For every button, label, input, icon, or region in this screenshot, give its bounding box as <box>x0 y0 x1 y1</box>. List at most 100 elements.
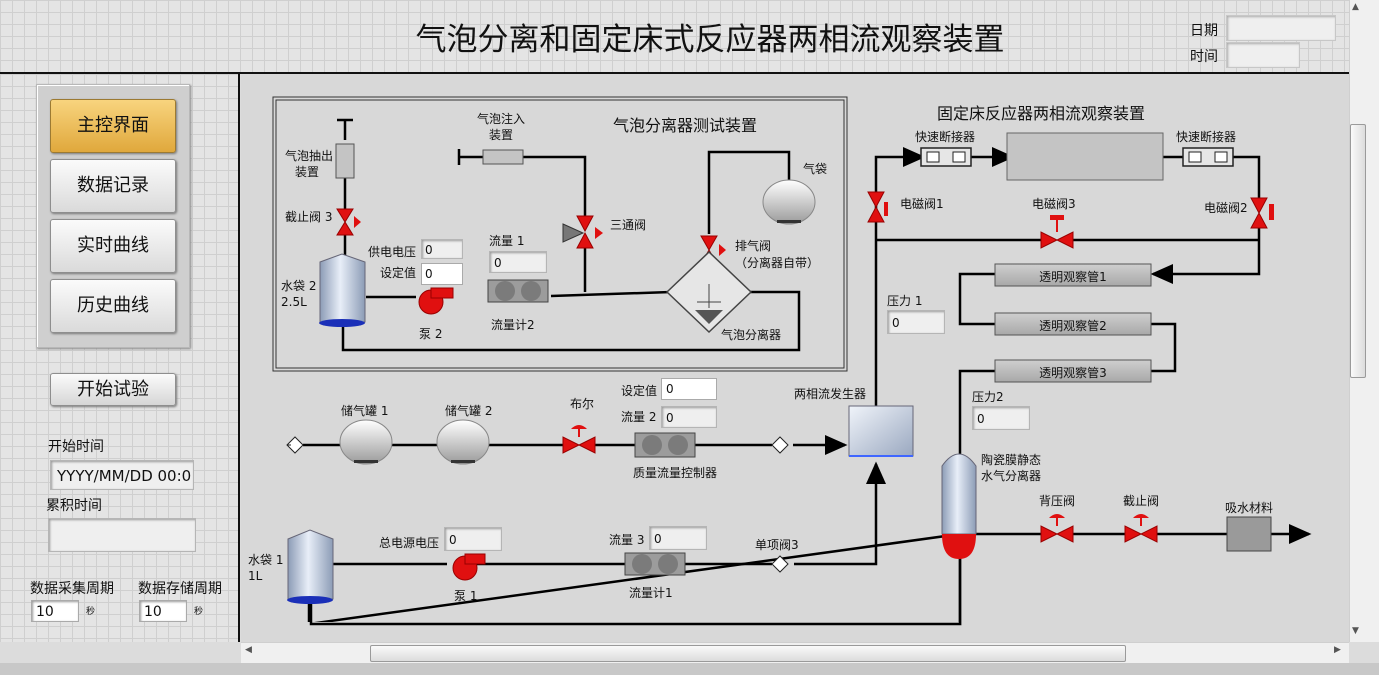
ceramic-separator-icon <box>941 453 977 559</box>
absorbent-icon <box>1226 516 1272 552</box>
gas-bag-icon <box>762 179 816 225</box>
start-time-label: 开始时间 <box>48 439 104 455</box>
solenoid-valve-3-label: 电磁阀3 <box>1032 197 1076 211</box>
nav-data-record-button[interactable]: 数据记录 <box>50 159 176 213</box>
fixed-bed-reactor-icon <box>1006 132 1164 181</box>
water-bag-2-icon <box>319 253 366 327</box>
scroll-up-icon[interactable]: ▲ <box>1352 2 1359 12</box>
quick-connector-right-label: 快速断接器 <box>1176 130 1237 144</box>
pump-1-label: 泵 1 <box>454 589 478 603</box>
solenoid-valve-3-icon[interactable] <box>1040 215 1074 249</box>
back-pressure-valve-label: 背压阀 <box>1039 494 1076 508</box>
stop-valve-3-icon[interactable] <box>336 208 361 236</box>
mass-flow-controller-label: 质量流量控制器 <box>633 466 718 480</box>
nav-realtime-curve-button[interactable]: 实时曲线 <box>50 219 176 273</box>
flow1-label: 流量 1 <box>489 234 525 248</box>
nav-history-curve-button[interactable]: 历史曲线 <box>50 279 176 333</box>
two-phase-generator-icon <box>848 405 914 457</box>
pump-2-icon[interactable] <box>418 287 454 315</box>
tube-3-label: 透明观察管3 <box>1039 366 1107 380</box>
vertical-scroll-thumb[interactable] <box>1350 124 1366 378</box>
scroll-down-icon[interactable]: ▼ <box>1352 626 1359 636</box>
flow1-display: 0 <box>489 251 547 273</box>
pressure2-label: 压力2 <box>972 390 1004 404</box>
three-way-valve-label: 三通阀 <box>610 218 647 232</box>
setpoint-2-input[interactable]: 0 <box>421 263 463 285</box>
stop-valve-icon[interactable] <box>1124 514 1158 543</box>
solenoid-valve-2-icon[interactable] <box>1250 197 1274 229</box>
acq-period-label: 数据采集周期 <box>30 581 114 597</box>
three-way-valve-icon[interactable] <box>562 215 603 249</box>
accum-time-label: 累积时间 <box>46 498 102 514</box>
gas-bag-label: 气袋 <box>803 162 828 176</box>
pump-1-icon[interactable] <box>452 553 486 581</box>
water-bag-2-label: 水袋 2 2.5L <box>281 279 317 309</box>
ceramic-separator-label: 陶瓷膜静态 水气分离器 <box>981 453 1042 483</box>
pressure1-label: 压力 1 <box>887 294 923 308</box>
pump-2-label: 泵 2 <box>419 327 443 341</box>
store-period-label: 数据存储周期 <box>138 581 222 597</box>
bubble-separator-icon <box>665 250 753 334</box>
accum-time-field[interactable] <box>48 518 196 552</box>
bubble-inject-device <box>482 149 524 165</box>
horizontal-scroll-thumb[interactable] <box>370 645 1126 662</box>
tube-2-label: 透明观察管2 <box>1039 319 1107 333</box>
bubble-extract-device <box>335 143 355 179</box>
observation-tube-3 <box>994 359 1152 383</box>
gas-tank-1-label: 储气罐 1 <box>341 404 389 418</box>
store-period-unit: 秒 <box>194 607 204 617</box>
separator-panel-title: 气泡分离器测试装置 <box>613 116 758 135</box>
absorbent-label: 吸水材料 <box>1225 501 1274 515</box>
bool-valve-icon[interactable] <box>562 425 596 454</box>
exhaust-valve-label: 排气阀 <box>735 239 772 253</box>
bubble-inject-label: 气泡注入 装置 <box>477 112 526 142</box>
flow3-display: 0 <box>649 526 707 550</box>
pressure1-display: 0 <box>887 310 945 334</box>
check-valve-3-icon[interactable] <box>771 555 789 573</box>
process-diagram: 气泡分离器测试装置 气泡抽出 装置 气泡注入 装置 截止阀 3 三通阀 气袋 排… <box>241 74 1349 642</box>
date-display <box>1226 15 1336 41</box>
water-bag-1-icon <box>287 529 334 604</box>
bool-valve-label: 布尔 <box>570 397 595 411</box>
scroll-left-icon[interactable]: ◀ <box>245 645 252 655</box>
start-test-button[interactable]: 开始试验 <box>50 373 176 406</box>
time-label: 时间 <box>1190 49 1218 65</box>
flowmeter-1-icon <box>624 552 686 576</box>
gas-inlet-check-valve-icon[interactable] <box>286 436 304 454</box>
setpoint-input[interactable]: 0 <box>661 378 717 400</box>
reactor-title: 固定床反应器两相流观察装置 <box>937 104 1146 123</box>
setpoint-2-label: 设定值 <box>380 266 417 280</box>
gas-tank-1-icon <box>339 419 393 465</box>
main-voltage-display: 0 <box>444 527 502 551</box>
flow2-label: 流量 2 <box>621 410 657 424</box>
main-voltage-label: 总电源电压 <box>379 536 440 550</box>
tube-1-label: 透明观察管1 <box>1039 270 1107 284</box>
check-valve-3-label: 单项阀3 <box>755 538 799 552</box>
supply-voltage-label: 供电电压 <box>368 245 417 259</box>
start-time-field[interactable]: YYYY/MM/DD 00:0 <box>50 460 194 490</box>
solenoid-valve-2-label: 电磁阀2 <box>1204 201 1248 215</box>
status-bar <box>0 663 1379 675</box>
bubble-extract-label: 气泡抽出 装置 <box>285 149 334 179</box>
solenoid-valve-1-icon[interactable] <box>867 191 888 223</box>
flowmeter-2-icon <box>487 279 549 303</box>
pressure2-display: 0 <box>972 406 1030 430</box>
bubble-separator-label: 气泡分离器 <box>721 328 782 342</box>
flowmeter-1-label: 流量计1 <box>629 586 673 600</box>
scroll-right-icon[interactable]: ▶ <box>1334 645 1341 655</box>
quick-connector-right-icon <box>1182 147 1234 167</box>
observation-tube-1 <box>994 263 1152 287</box>
store-period-input[interactable]: 10 <box>139 600 187 622</box>
acq-period-unit: 秒 <box>86 607 96 617</box>
back-pressure-valve-icon[interactable] <box>1040 514 1074 543</box>
quick-connector-left-label: 快速断接器 <box>915 130 976 144</box>
acq-period-input[interactable]: 10 <box>31 600 79 622</box>
two-phase-generator-label: 两相流发生器 <box>794 387 867 401</box>
flow3-label: 流量 3 <box>609 533 645 547</box>
nav-main-control-button[interactable]: 主控界面 <box>50 99 176 153</box>
flowmeter-2-label: 流量计2 <box>491 318 535 332</box>
time-display <box>1226 42 1300 68</box>
bottom-return-pipe <box>309 534 962 626</box>
separator-test-frame <box>272 96 848 372</box>
gas-check-valve-icon[interactable] <box>771 436 789 454</box>
